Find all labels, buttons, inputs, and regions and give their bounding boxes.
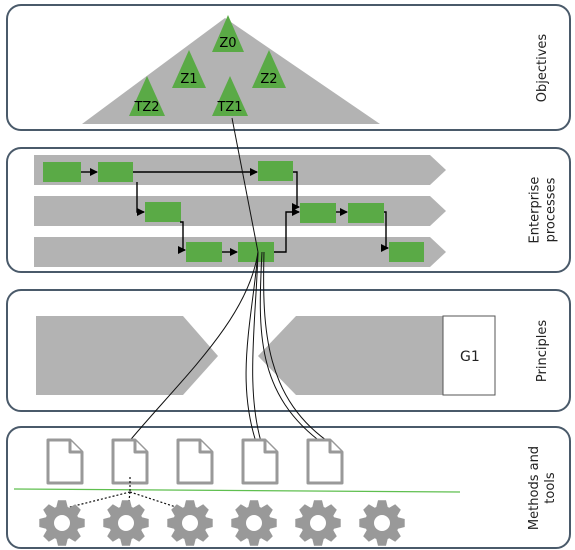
gear-icon: [359, 500, 405, 546]
separator-line: [13, 488, 461, 493]
process-step: [389, 242, 424, 262]
process-lane: [34, 155, 446, 185]
principles-shape: [36, 316, 218, 395]
process-step: [145, 202, 181, 222]
objective-z2: Z2: [252, 50, 286, 88]
document-icon: [111, 438, 149, 485]
objective-label: TZ2: [133, 100, 159, 115]
methods-panel: [6, 426, 571, 549]
objective-label: Z2: [260, 72, 277, 87]
process-step: [238, 242, 274, 262]
traceability-lines: [126, 117, 334, 446]
principle-box: [442, 315, 496, 396]
process-step: [43, 162, 81, 182]
gear-icon: [103, 500, 149, 546]
process-step: [348, 203, 384, 223]
gear-icons: [39, 500, 405, 546]
process-step: [186, 242, 222, 262]
objective-z0: Z0: [212, 15, 244, 52]
document-icon: [46, 438, 84, 485]
objective-z1: Z1: [172, 50, 206, 88]
document-icon: [176, 438, 214, 485]
objective-label: TZ1: [216, 100, 242, 115]
document-icons: [46, 438, 344, 485]
gear-icon: [295, 500, 341, 546]
gear-icon: [231, 500, 277, 546]
objective-label: Z0: [219, 36, 236, 51]
gear-icon: [167, 500, 213, 546]
document-icon: [306, 438, 344, 485]
objective-tz1: TZ1: [212, 76, 248, 116]
layer-label-objectives: Objectives: [535, 33, 551, 102]
objective-tz2: TZ2: [129, 76, 165, 116]
principle-label: G1: [460, 349, 480, 365]
process-step: [258, 161, 293, 181]
process-lane: [34, 196, 446, 226]
objective-label: Z1: [180, 72, 197, 87]
process-step: [300, 203, 336, 223]
process-flow: [81, 168, 389, 256]
layer-label-principles: Principles: [535, 319, 551, 382]
principles-shape: [258, 316, 443, 395]
document-icon: [241, 438, 279, 485]
gear-icon: [39, 500, 85, 546]
process-step: [98, 162, 133, 182]
